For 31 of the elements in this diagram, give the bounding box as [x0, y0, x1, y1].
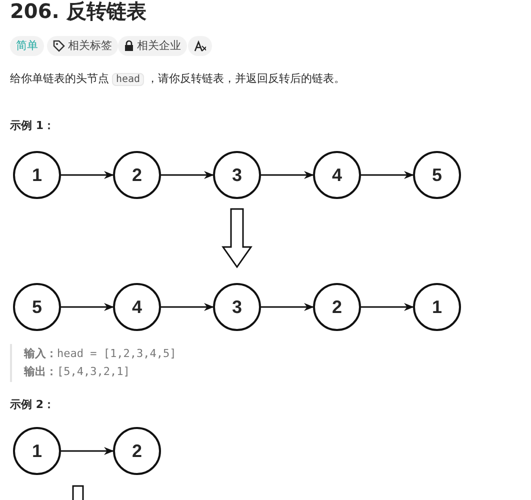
arrow	[61, 171, 114, 179]
list-node-circle: 2	[113, 427, 161, 475]
list-node-circle: 2	[313, 283, 361, 331]
arrow	[361, 171, 414, 179]
arrow	[61, 447, 114, 455]
arrow	[161, 303, 214, 311]
list-node-circle: 1	[13, 151, 61, 199]
list-node-circle: 4	[113, 283, 161, 331]
input-text: 输入：head = [1,2,3,4,5]	[24, 346, 176, 361]
list-node-circle: 1	[13, 427, 61, 475]
block-arrow	[222, 208, 252, 268]
list-node-circle: 1	[413, 283, 461, 331]
list-node-circle: 2	[113, 151, 161, 199]
tags-button: 相关标签	[47, 36, 118, 56]
difficulty-tag: 简单	[10, 36, 44, 56]
example-heading: 示例 2：	[10, 397, 54, 412]
page-title: 206. 反转链表	[10, 0, 146, 25]
companies-button: 相关企业	[118, 36, 187, 56]
list-node-circle: 5	[13, 283, 61, 331]
example-heading: 示例 1：	[10, 118, 54, 133]
arrow	[61, 303, 114, 311]
arrow	[261, 171, 314, 179]
list-node-circle: 5	[413, 151, 461, 199]
list-node-circle: 3	[213, 151, 261, 199]
output-text: 输出：[5,4,3,2,1]	[24, 364, 130, 379]
arrow	[361, 303, 414, 311]
list-node-circle: 3	[213, 283, 261, 331]
description-text: 给你单链表的头节点 head ，请你反转链表，并返回反转后的链表。	[10, 71, 346, 88]
arrow	[161, 171, 214, 179]
list-node-circle: 4	[313, 151, 361, 199]
arrow	[261, 303, 314, 311]
